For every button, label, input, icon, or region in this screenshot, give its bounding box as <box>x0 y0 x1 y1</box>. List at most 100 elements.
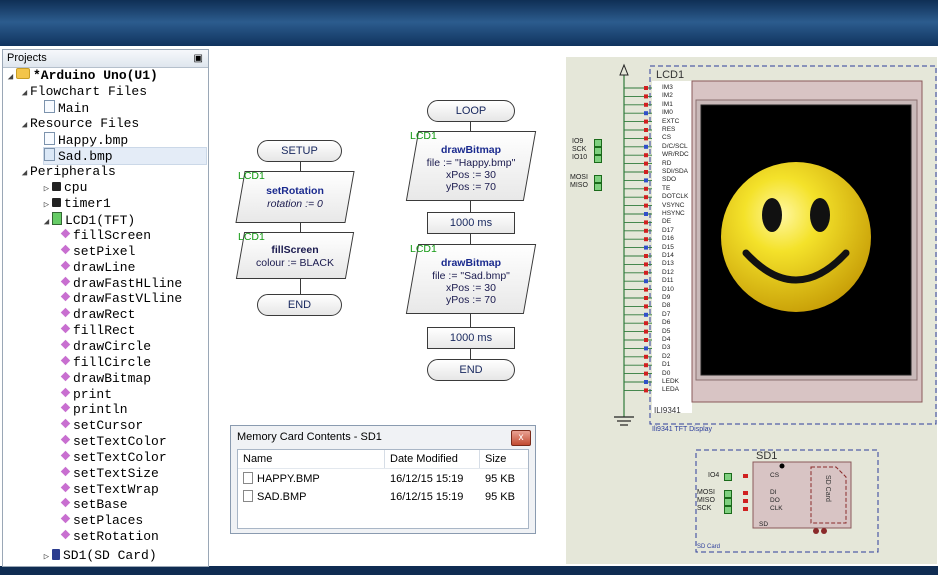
pin-marker <box>644 195 648 200</box>
chip-icon <box>52 182 61 191</box>
sd-io-label: MISO <box>697 497 715 504</box>
method-label: setTextSize <box>73 465 159 481</box>
collapse-icon[interactable]: ▷ <box>43 184 50 194</box>
method-label: fillRect <box>73 323 136 339</box>
sd-terminal[interactable] <box>724 473 732 481</box>
tree-timer1[interactable]: ▷timer1 <box>41 196 111 212</box>
pin-label: D9 <box>662 294 671 301</box>
setup-terminal[interactable]: SETUP <box>257 140 342 162</box>
tree-happy-bmp[interactable]: Happy.bmp <box>44 132 128 148</box>
tree-peripherals[interactable]: ◢Peripherals <box>19 164 116 180</box>
tree-method-fillCircle[interactable]: fillCircle <box>60 355 151 371</box>
sd-terminal[interactable] <box>724 490 732 498</box>
delay-block-2[interactable]: 1000 ms <box>427 327 515 349</box>
sd-io-label: MOSI <box>697 489 715 496</box>
smiley-right-eye <box>810 198 830 232</box>
tree-method-drawLine[interactable]: drawLine <box>60 260 135 276</box>
tree-method-drawRect[interactable]: drawRect <box>60 307 136 323</box>
lcd-caption: Ili9341 TFT Display <box>652 426 713 433</box>
close-button[interactable]: x <box>511 430 531 446</box>
tree-method-setTextSize[interactable]: setTextSize <box>60 465 159 482</box>
method-label: setPixel <box>73 243 136 259</box>
tree-sad-bmp[interactable]: Sad.bmp <box>43 147 207 165</box>
column-header-size[interactable]: Size <box>485 453 507 465</box>
block-param-y: yPos := 70 <box>446 181 496 193</box>
tree-method-fillRect[interactable]: fillRect <box>60 323 136 339</box>
lcd-label: LCD1 <box>656 69 685 81</box>
sd-terminal[interactable] <box>724 506 732 514</box>
pin-marker <box>644 228 648 233</box>
sd-terminal[interactable] <box>724 498 732 506</box>
tree-method-drawCircle[interactable]: drawCircle <box>60 339 151 355</box>
table-row[interactable]: HAPPY.BMP 16/12/15 15:19 95 KB <box>238 471 528 487</box>
sd-pin-marker <box>779 463 785 469</box>
pin-marker <box>644 296 648 300</box>
tree-flowchart-files[interactable]: ◢Flowchart Files <box>19 84 147 100</box>
loop-end-terminal[interactable]: END <box>427 359 515 381</box>
tree-method-fillScreen[interactable]: fillScreen <box>60 228 151 244</box>
io-terminal[interactable] <box>594 139 602 147</box>
method-label: drawRect <box>73 307 136 323</box>
tree-method-print[interactable]: print <box>60 387 112 403</box>
end-terminal[interactable]: END <box>257 294 342 316</box>
projects-title: Projects <box>7 52 47 64</box>
flow-connector <box>300 279 302 294</box>
pin-label: RD <box>662 159 672 167</box>
tree-method-drawFastVLline[interactable]: drawFastVLline <box>60 291 182 307</box>
tree-method-setRotation[interactable]: setRotation <box>60 529 159 545</box>
pin-marker <box>644 254 648 258</box>
method-label: setPlaces <box>73 513 144 529</box>
collapse-icon[interactable]: ▷ <box>43 200 50 210</box>
file-date: 16/12/15 15:19 <box>390 473 464 485</box>
expand-icon[interactable]: ◢ <box>43 217 50 227</box>
io-terminal[interactable] <box>594 175 602 183</box>
lcd-outline <box>649 65 937 425</box>
set-rotation-block[interactable]: LCD1 setRotation rotation := 0 <box>235 170 355 223</box>
table-row[interactable]: SAD.BMP 16/12/15 15:19 95 KB <box>238 489 528 505</box>
tree-cpu[interactable]: ▷cpu <box>41 180 88 196</box>
fill-screen-block[interactable]: LCD1 fillScreen colour := BLACK <box>235 231 355 279</box>
block-lcd-label: LCD1 <box>410 243 437 255</box>
method-label: setBase <box>73 497 128 513</box>
bitmap-icon <box>44 132 55 145</box>
pin-icon[interactable]: ▣ <box>193 53 203 64</box>
tree-method-setCursor[interactable]: setCursor <box>60 418 143 434</box>
tree-method-println[interactable]: println <box>60 402 128 418</box>
loop-terminal[interactable]: LOOP <box>427 100 515 122</box>
expand-icon[interactable]: ◢ <box>21 120 28 130</box>
lcd-pins <box>624 86 652 393</box>
sd-card-slot <box>810 466 847 524</box>
tree-method-drawFastHLline[interactable]: drawFastHLline <box>60 276 182 292</box>
flow-connector <box>470 201 472 212</box>
expand-icon[interactable]: ◢ <box>7 72 14 82</box>
tree-lcd1[interactable]: ◢LCD1(TFT) <box>41 212 135 228</box>
tree-method-setTextWrap[interactable]: setTextWrap <box>60 482 159 498</box>
file-size: 95 KB <box>485 473 515 485</box>
tree-method-setTextColor[interactable]: setTextColor <box>60 450 167 466</box>
collapse-icon[interactable]: ▷ <box>43 552 50 562</box>
io-terminal[interactable] <box>594 155 602 163</box>
pin-marker <box>644 338 648 342</box>
column-header-date[interactable]: Date Modified <box>390 453 458 465</box>
delay-block-1[interactable]: 1000 ms <box>427 212 515 234</box>
tree-method-drawBitmap[interactable]: drawBitmap <box>60 371 151 387</box>
column-header-name[interactable]: Name <box>243 453 273 465</box>
tree-root[interactable]: ◢*Arduino Uno(U1) <box>5 68 158 84</box>
pin-label: HSYNC <box>662 210 685 217</box>
io-terminal[interactable] <box>594 183 602 191</box>
tree-main[interactable]: Main <box>44 100 89 116</box>
draw-bitmap-sad-block[interactable]: LCD1 drawBitmap file := "Sad.bmp" xPos :… <box>405 243 537 314</box>
tree-method-setPixel[interactable]: setPixel <box>60 243 136 260</box>
tree-method-setBase[interactable]: setBase <box>60 497 128 513</box>
block-lcd-label: LCD1 <box>410 130 437 142</box>
tree-sd1[interactable]: ▷SD1(SD Card) <box>41 548 157 564</box>
expand-icon[interactable]: ◢ <box>21 168 28 178</box>
tree-resource-files[interactable]: ◢Resource Files <box>19 116 139 132</box>
expand-icon[interactable]: ◢ <box>21 88 28 98</box>
pin-marker <box>644 128 648 132</box>
tree-method-setTextColor[interactable]: setTextColor <box>60 434 167 450</box>
draw-bitmap-happy-block[interactable]: LCD1 drawBitmap file := "Happy.bmp" xPos… <box>405 130 537 201</box>
folder-icon <box>16 68 30 79</box>
io-terminal[interactable] <box>594 147 602 155</box>
tree-method-setPlaces[interactable]: setPlaces <box>60 513 144 529</box>
